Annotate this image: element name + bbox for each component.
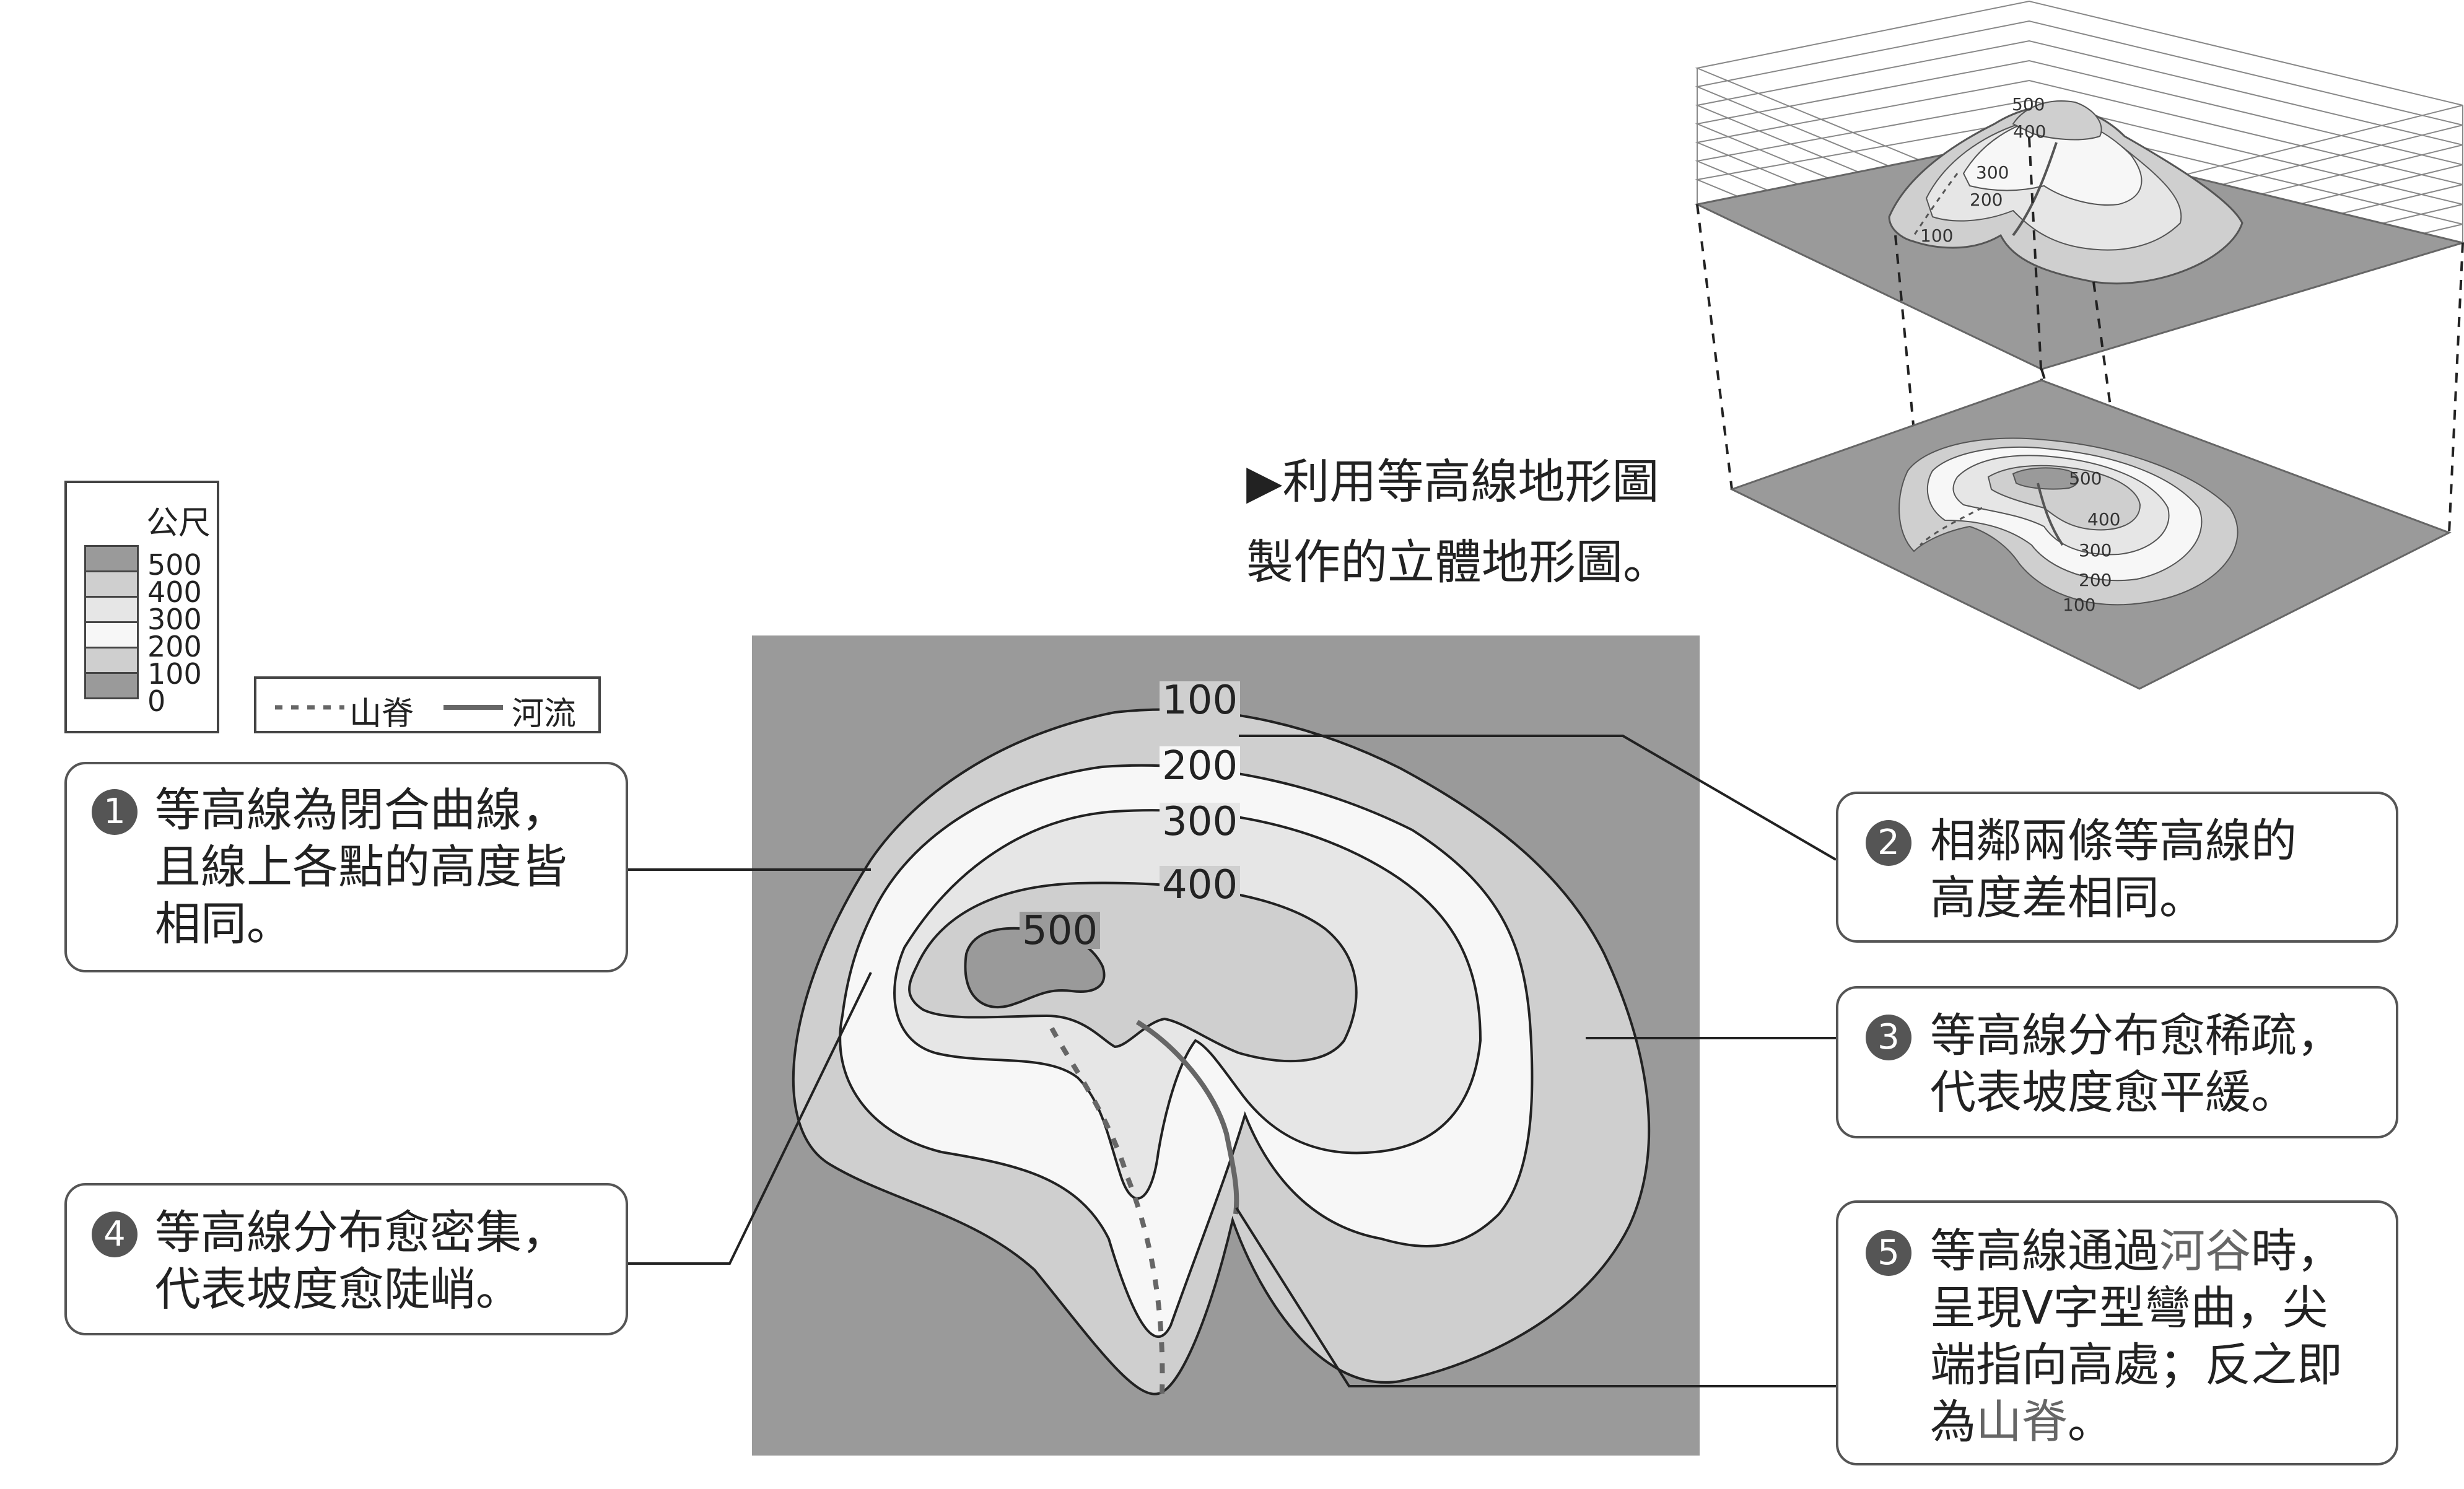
legend-value: 300: [147, 603, 202, 636]
note-5-text: 為: [1930, 1395, 1976, 1449]
note-3-line: 等高線分布愈稀疏，: [1930, 1009, 2343, 1062]
note-number-1: 1: [92, 789, 138, 835]
block-lower-label-500: 500: [2069, 468, 2102, 489]
note-5: 5 等高線通過河谷時， 呈現V字型彎曲，尖 端指向高處；反之即 為山脊。: [1836, 1200, 2398, 1465]
lower-map-river: [2037, 483, 2064, 546]
block-upper-label-100: 100: [1920, 225, 1953, 246]
block-lower-label-100: 100: [2063, 595, 2095, 615]
note-number-5: 5: [1866, 1230, 1911, 1276]
note-1-line: 等高線為閉合曲線，: [155, 784, 567, 837]
block-upper-label-300: 300: [1976, 162, 2009, 183]
projection-line: [2028, 137, 2043, 381]
contour-label-200: 200: [1162, 743, 1238, 789]
legend-swatch-400: [84, 570, 139, 598]
river-legend-label: 河流: [512, 696, 577, 733]
contour-label-bg: [1160, 803, 1240, 840]
note-3-line: 代表坡度愈平緩。: [1930, 1066, 2297, 1119]
caption-line-1: ▶利用等高線地形圖: [1246, 454, 1659, 509]
note-number-4: 4: [92, 1212, 138, 1257]
contour-label-bg: [1020, 912, 1100, 949]
legend-value: 100: [147, 657, 202, 691]
mountain-3d-ridge: [1913, 173, 1959, 236]
note-5-text: 。: [2068, 1395, 2113, 1449]
contour-label-bg: [1160, 746, 1240, 784]
block-lower-label-300: 300: [2079, 540, 2112, 561]
note-2-line: 相鄰兩條等高線的: [1930, 814, 2297, 868]
ridge-line-sample: [275, 705, 344, 710]
note-2-line: 高度差相同。: [1930, 871, 2205, 925]
mountain-3d-peak: [2012, 100, 2102, 141]
note-4-line: 代表坡度愈陡峭。: [155, 1263, 522, 1316]
note-1-line: 且線上各點的高度皆: [155, 841, 567, 894]
ridge-legend-label: 山脊: [349, 696, 414, 733]
contour-label-400: 400: [1162, 862, 1238, 908]
caption-line-2: 製作的立體地形圖。: [1246, 535, 1670, 590]
contour-label-300: 300: [1162, 799, 1238, 845]
note-5-text: 時，: [2251, 1225, 2343, 1278]
note-2: 2 相鄰兩條等高線的 高度差相同。: [1836, 792, 2398, 943]
connector-note-5: [1235, 1207, 1836, 1387]
mountain-3d-river: [2012, 142, 2058, 237]
terrain-block-3d: 500 400 300 200 100 500 400 300 200 100: [1694, 0, 2464, 690]
block-lower-label-200: 200: [2079, 570, 2112, 590]
legend-value: 0: [147, 684, 166, 718]
note-5-text: 等高線通過: [1930, 1225, 2159, 1278]
note-1: 1 等高線為閉合曲線， 且線上各點的高度皆 相同。: [64, 762, 628, 972]
projection-line: [2448, 242, 2464, 533]
contour-label-bg: [1160, 866, 1240, 903]
note-5-line: 端指向高處；反之即: [1930, 1338, 2343, 1392]
projection-line: [1894, 235, 1919, 471]
lower-contour-500: [2012, 467, 2079, 490]
contour-label-500: 500: [1022, 908, 1098, 954]
block-upper-label-500: 500: [2012, 94, 2045, 115]
river-line-sample: [443, 705, 503, 710]
valley-term: 河谷: [2159, 1225, 2251, 1278]
legend-value: 200: [147, 630, 202, 663]
ridge-term: 山脊: [1976, 1395, 2068, 1449]
lower-map-ridge: [1919, 507, 1983, 546]
connector-note-2: [1239, 735, 1837, 861]
legend-unit: 公尺: [146, 505, 211, 542]
legend-swatch-100: [84, 647, 139, 674]
river-line: [1135, 1020, 1239, 1215]
contour-label-bg: [1160, 681, 1240, 718]
note-5-line: 呈現V字型彎曲，尖: [1930, 1282, 2328, 1335]
note-number-3: 3: [1866, 1015, 1911, 1060]
block-lower-label-400: 400: [2087, 509, 2120, 530]
legend-value: 500: [147, 548, 202, 582]
elevation-legend: 公尺 500 400 300 200 100 0: [64, 481, 219, 733]
contour-label-100: 100: [1162, 678, 1238, 723]
line-legend: 山脊 河流: [254, 676, 601, 733]
connector-note-4: [626, 972, 872, 1265]
note-1-line: 相同。: [155, 897, 292, 951]
legend-swatch-0: [84, 672, 139, 699]
note-3: 3 等高線分布愈稀疏， 代表坡度愈平緩。: [1836, 986, 2398, 1138]
note-4: 4 等高線分布愈密集， 代表坡度愈陡峭。: [64, 1183, 628, 1335]
note-number-2: 2: [1866, 820, 1911, 866]
ridge-line: [1049, 1027, 1165, 1394]
note-5-line: 為山脊。: [1930, 1394, 2343, 1451]
legend-value: 400: [147, 575, 202, 609]
note-5-line: 等高線通過河谷時，: [1930, 1223, 2343, 1280]
projection-line: [1696, 204, 1733, 490]
note-4-line: 等高線分布愈密集，: [155, 1206, 567, 1259]
block-upper-label-200: 200: [1970, 190, 2003, 210]
